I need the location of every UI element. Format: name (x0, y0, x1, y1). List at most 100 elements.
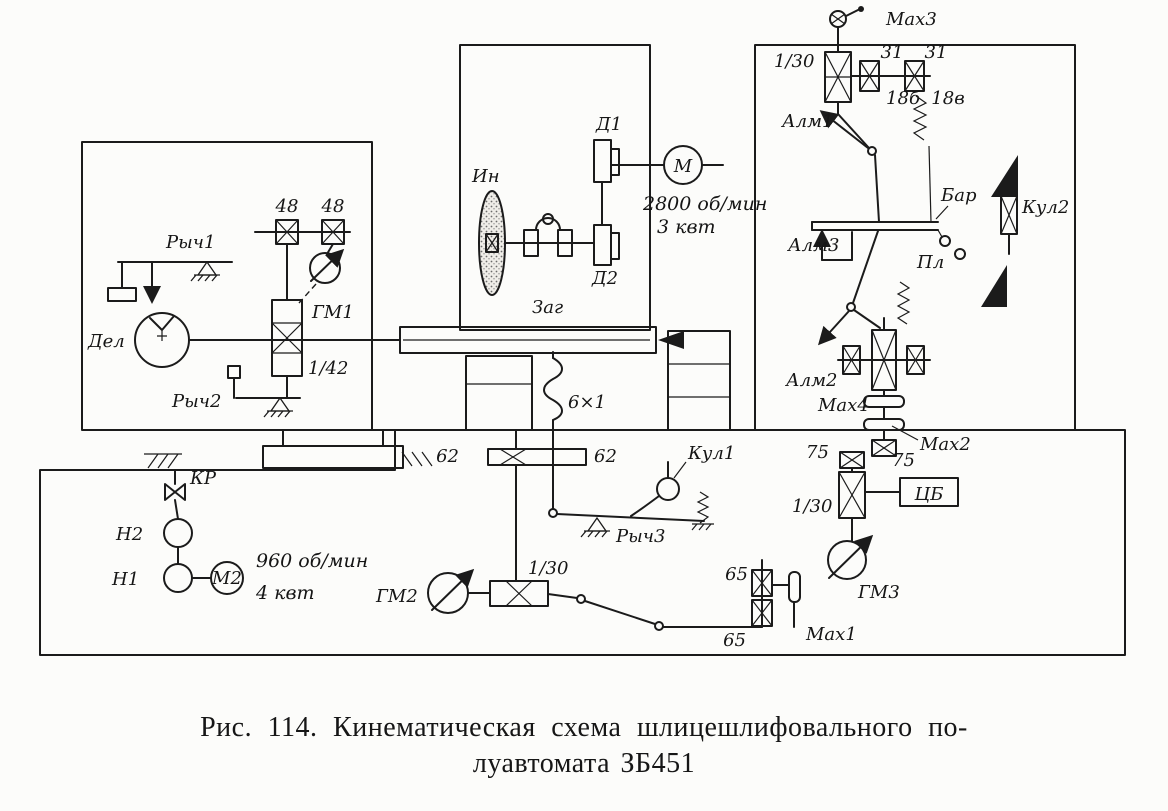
caption-line2: луавтомата ЗБ451 (472, 748, 696, 780)
change-gears-48: 48 48 (254, 196, 351, 301)
gear75a-label: 75 (806, 442, 829, 463)
cam1-symbol (656, 477, 680, 501)
grinding-wheel-group: Ин (471, 166, 506, 296)
screw-label: 6×1 (568, 392, 606, 413)
ratio130-label: 1/30 (528, 558, 568, 579)
gear65b-label: 65 (723, 630, 746, 651)
gearbox-130-bottom: 1/30 ЦБ ГМ3 (792, 467, 959, 603)
gearbox-130-top: 1/30 (774, 26, 852, 103)
dresser-cone-lower (981, 265, 1007, 307)
ratio142-label: 1/42 (308, 358, 348, 379)
drum-label: Бар (940, 185, 977, 206)
diamond3-group: Алм3 (786, 229, 853, 261)
ratio-bottom-label: 1/30 (792, 496, 832, 517)
hydromotor3-symbol (827, 540, 867, 580)
handwheel1-label: Мах1 (805, 624, 857, 645)
gear75b-label: 75 (892, 450, 915, 471)
belt-drive-group: Д1 Д2 (591, 114, 622, 289)
gear31a-label: 31 (881, 42, 904, 63)
workpiece-symbol (399, 326, 657, 354)
hydromotor1-group: ГМ1 (298, 248, 354, 323)
dressing-block: Мах3 1/30 31 31 18б 18в (754, 6, 1076, 603)
plate-label: Пл (916, 252, 944, 273)
handwheel3-label: Мах3 (885, 9, 937, 30)
gear31b-label: 31 (925, 42, 948, 63)
cb-unit-label: ЦБ (914, 484, 944, 505)
motor2-power: 4 квт (255, 582, 315, 604)
machine-bed: КР Н2 Н1 М2 960 об/мин 4 квт 62 62 6 (39, 351, 1126, 656)
cam2-label: Кул2 (1021, 197, 1069, 218)
figure-caption: Рис. 114. Кинематическая схема шлицешлиф… (0, 710, 1168, 783)
gear18b-label: 18б (886, 88, 921, 109)
handwheel4-label: Мах4 (817, 395, 869, 416)
motor2-label: М2 (211, 568, 242, 589)
tool-label: Ин (471, 166, 500, 187)
lever2-label: Рыч2 (171, 391, 221, 412)
hydraulics-group: КР Н2 Н1 М2 960 об/мин 4 квт (111, 468, 368, 604)
wheelhead-outline (459, 44, 651, 331)
divider-group: Дел (87, 312, 401, 368)
hydromotor1-label: ГМ1 (311, 302, 354, 323)
tailstock-arrow (658, 331, 684, 349)
motor2-symbol (210, 561, 244, 595)
ratio-top-label: 1/30 (774, 51, 814, 72)
carriage-group (144, 429, 433, 469)
main-motor-speed: 2800 об/мин (642, 193, 767, 215)
cb-unit-box (899, 477, 959, 507)
handwheel3-group: Мах3 (829, 6, 937, 30)
wheelhead-block: Ин Д1 Д2 М 2800 об/мин 3 квт (399, 44, 767, 431)
pulley2-label: Д2 (591, 268, 618, 289)
lever1-group: Рыч1 (107, 232, 233, 304)
main-motor-power: 3 квт (657, 216, 716, 238)
diamond3-label: Алм3 (786, 235, 839, 256)
valve-label: КР (189, 468, 217, 489)
pump2-symbol (163, 518, 193, 548)
caption-line1: Рис. 114. Кинематическая схема шлицешлиф… (200, 712, 968, 743)
headstock-outline (81, 141, 373, 431)
hydromotor2-label: ГМ2 (375, 586, 418, 607)
drum-bar-group: Бар Пл (811, 185, 977, 273)
handwheel2-group: 75 75 Мах2 (806, 406, 971, 471)
gear62b-label: 62 (594, 446, 617, 467)
lever2-group: Рыч2 (171, 365, 301, 418)
spindle-group (504, 213, 595, 257)
workpiece-group: Заг (399, 297, 684, 354)
motor2-speed: 960 об/мин (256, 550, 368, 572)
diamond2-group: Алм2 (784, 230, 911, 391)
handwheel4-group: Мах4 (817, 317, 931, 416)
workpiece-label: Заг (532, 297, 563, 318)
diamond1-label: Алм1 (780, 111, 833, 132)
divider-label: Дел (87, 331, 125, 352)
handwheel1-group: 65 65 Мах1 (723, 559, 857, 651)
main-motor-label: М (673, 156, 693, 177)
pump2-label: Н2 (115, 524, 143, 545)
gear62-group: 62 62 (436, 429, 617, 582)
gear18v-label: 18в (931, 88, 964, 109)
link-group (547, 593, 763, 631)
headstock-block: Рыч1 48 48 ГМ1 (81, 141, 401, 431)
pump1-label: Н1 (111, 569, 139, 590)
gear65a-label: 65 (725, 564, 748, 585)
gears-31: 31 31 18б 18в (850, 42, 965, 109)
lever3-label: Рыч3 (615, 526, 665, 547)
pump1-symbol (163, 563, 193, 593)
feed-screw-group: 6×1 Рыч3 Кул1 (543, 351, 735, 547)
diamond2-label: Алм2 (784, 370, 837, 391)
diamond1-group: Алм1 (780, 95, 932, 223)
table-supports (465, 330, 731, 431)
main-motor-group: М 2800 об/мин 3 квт (610, 145, 767, 238)
pulley1-label: Д1 (595, 114, 622, 135)
dresser-cone-upper (991, 155, 1018, 197)
lever1-label: Рыч1 (165, 232, 215, 253)
bed-outline (39, 429, 1126, 656)
hydromotor2-group: ГМ2 1/30 (375, 558, 568, 614)
hydromotor3-label: ГМ3 (857, 582, 900, 603)
cam1-label: Кул1 (687, 443, 735, 464)
cam2-group: Кул2 (981, 155, 1069, 307)
handwheel2-label: Мах2 (919, 434, 971, 455)
gear62a-label: 62 (436, 446, 459, 467)
gear48b-label: 48 (321, 196, 345, 217)
gearbox-142: 1/42 (271, 299, 348, 379)
